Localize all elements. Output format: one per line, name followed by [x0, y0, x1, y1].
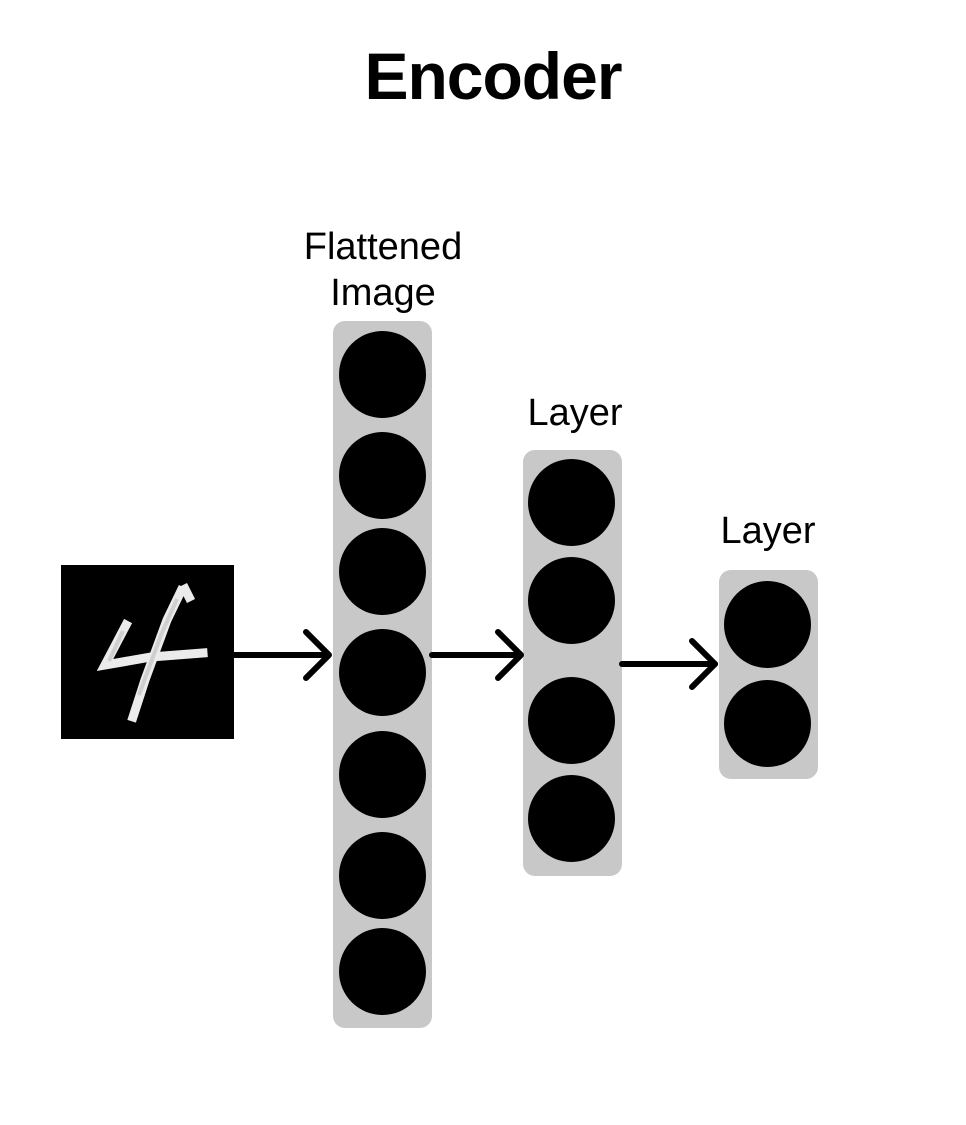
digit-stroke-icon [96, 582, 208, 723]
neuron-node [528, 459, 615, 546]
layer-label-hidden-1: Layer [475, 390, 675, 436]
neuron-node [339, 731, 426, 818]
layer-column-hidden-1 [523, 450, 622, 876]
layer-label-flattened-image: Flattened Image [283, 224, 483, 316]
neuron-node [528, 775, 615, 862]
layer-label-line: Layer [527, 392, 623, 434]
arrow-flattened-to-layer [429, 629, 524, 681]
layer-column-hidden-2 [719, 570, 818, 779]
neuron-node [339, 331, 426, 418]
neuron-node [724, 581, 811, 668]
layer-column-flattened-image [333, 321, 432, 1028]
input-digit-image [61, 565, 234, 739]
neuron-node [724, 680, 811, 767]
arrow-layer-to-layer [619, 638, 718, 690]
neuron-node [339, 528, 426, 615]
neuron-node [339, 432, 426, 519]
neuron-node [528, 557, 615, 644]
layer-label-hidden-2: Layer [668, 508, 868, 554]
layer-label-line: Image [330, 272, 436, 314]
arrow-input-to-flattened [231, 629, 332, 681]
layer-label-line: Flattened [303, 226, 463, 268]
neuron-node [339, 928, 426, 1015]
layer-label-line: Layer [720, 510, 816, 552]
neuron-node [528, 677, 615, 764]
diagram-title: Encoder [364, 39, 622, 113]
neuron-node [339, 832, 426, 919]
neuron-node [339, 629, 426, 716]
